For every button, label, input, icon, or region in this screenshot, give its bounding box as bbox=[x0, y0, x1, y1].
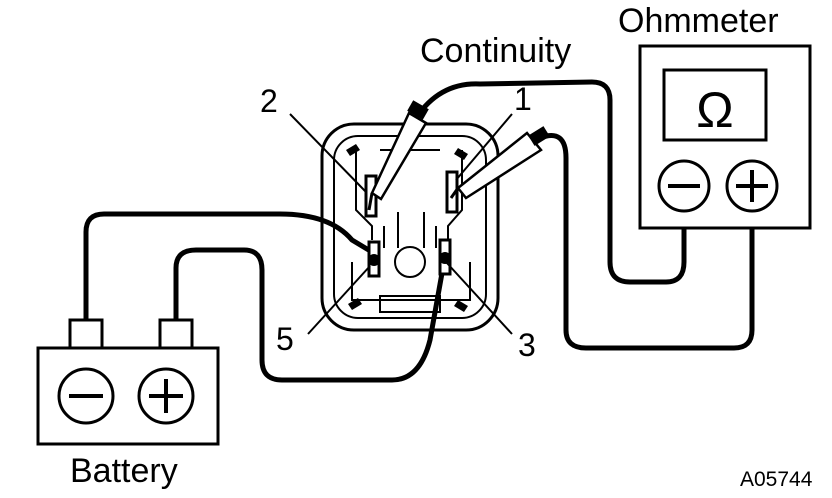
lock-tab-bottom-left bbox=[348, 298, 362, 310]
ohmmeter: Ω bbox=[638, 44, 812, 230]
battery-positive-terminal bbox=[137, 367, 195, 425]
leader-5 bbox=[307, 265, 371, 335]
lock-tab-top-left bbox=[346, 144, 360, 156]
battery-positive-post bbox=[158, 318, 194, 352]
plus-icon bbox=[736, 170, 768, 202]
probe-terminal-2 bbox=[367, 100, 429, 211]
leader-2 bbox=[289, 113, 367, 193]
contact-terminal-3 bbox=[439, 252, 451, 264]
leader-lines bbox=[289, 113, 513, 335]
ohm-symbol: Ω bbox=[696, 82, 733, 138]
relay-center-hole bbox=[394, 246, 426, 278]
figure-code: A05744 bbox=[740, 468, 813, 491]
leader-1 bbox=[455, 113, 513, 181]
probe-1-lead-wire bbox=[537, 133, 755, 351]
continuity-label: Continuity bbox=[420, 32, 571, 70]
battery-label: Battery bbox=[70, 452, 178, 490]
ohmmeter-negative-jack bbox=[657, 159, 711, 213]
ohmmeter-positive-jack bbox=[725, 159, 779, 213]
contact-terminal-5 bbox=[368, 254, 380, 266]
plus-icon bbox=[149, 379, 183, 413]
probe-2-lead-wire bbox=[413, 79, 687, 285]
leader-3 bbox=[445, 261, 513, 335]
ohmmeter-label: Ohmmeter bbox=[618, 2, 779, 40]
battery bbox=[36, 318, 220, 446]
battery-positive-wire bbox=[173, 247, 447, 383]
terminal-2-label: 2 bbox=[260, 83, 278, 119]
terminal-3-label: 3 bbox=[518, 327, 536, 363]
terminal-1-label: 1 bbox=[514, 81, 532, 117]
battery-negative-post bbox=[68, 318, 104, 352]
lock-tab-top-right bbox=[454, 148, 468, 160]
terminal-5-label: 5 bbox=[276, 321, 294, 357]
test-probes bbox=[367, 100, 550, 266]
battery-negative-wire bbox=[83, 211, 375, 325]
lock-tab-bottom-right bbox=[454, 300, 468, 312]
probe-terminal-1 bbox=[449, 126, 550, 200]
wires bbox=[83, 79, 755, 383]
battery-negative-terminal bbox=[57, 367, 115, 425]
ohmmeter-display bbox=[662, 68, 768, 142]
relay-connector bbox=[320, 122, 500, 332]
